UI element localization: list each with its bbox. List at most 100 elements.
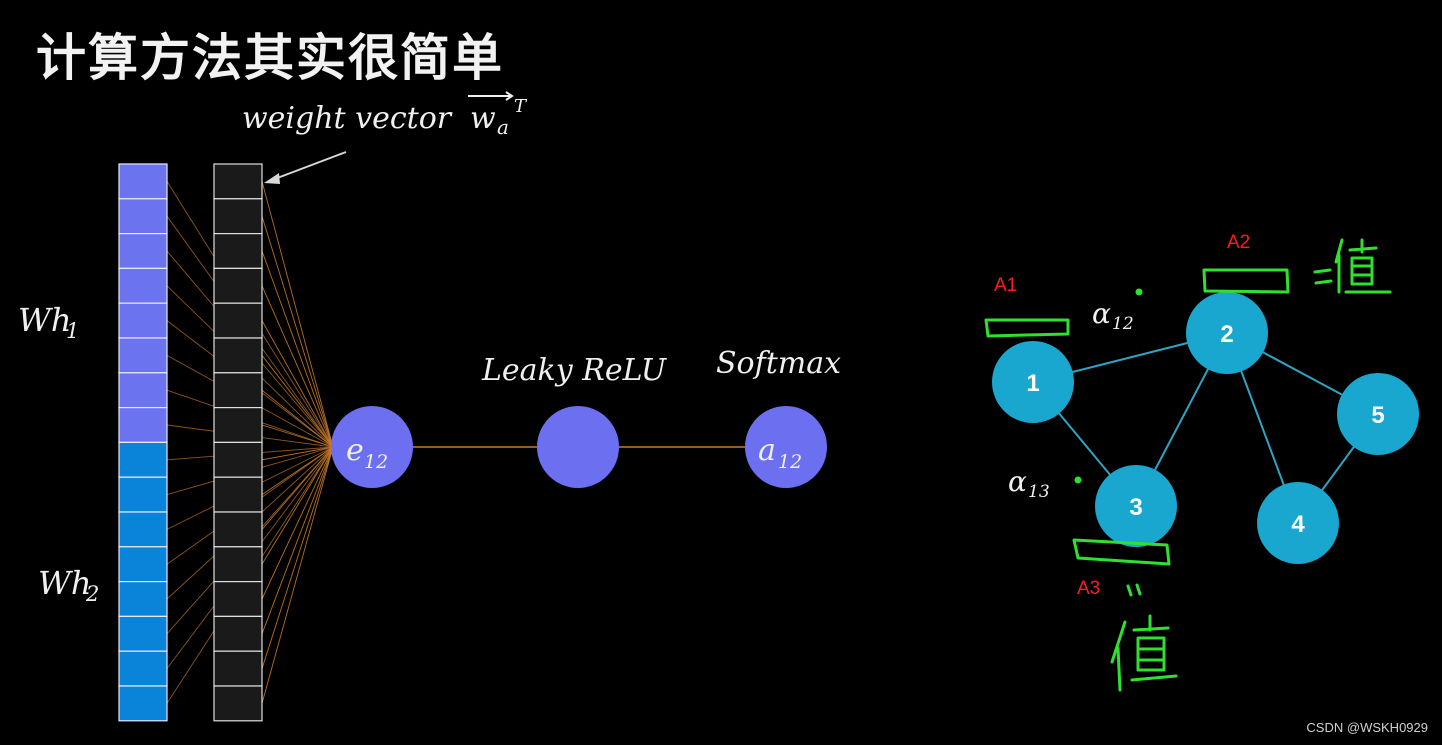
svg-text:α: α [1008, 465, 1027, 498]
svg-text:12: 12 [778, 451, 802, 473]
svg-text:Wh: Wh [38, 564, 92, 602]
svg-text:T: T [514, 96, 528, 117]
connection-line [261, 446, 334, 634]
wh1-cell [118, 163, 168, 200]
wh1-cell [118, 233, 168, 270]
wh1-cell [118, 407, 168, 444]
wh2-cell [118, 650, 168, 687]
graph-node-1: 1 [992, 341, 1074, 423]
weight-vector-cell [213, 580, 263, 617]
alpha13-label: α 13 [1008, 465, 1050, 502]
weight-vector-cell [213, 267, 263, 304]
svg-text:a: a [497, 115, 509, 139]
connection-line [261, 389, 334, 448]
weight-vector-label: weight vector w a T [242, 91, 528, 139]
svg-text:5: 5 [1371, 402, 1384, 429]
svg-text:w: w [470, 101, 496, 136]
connection-line [261, 250, 334, 448]
weight-vector-cell [213, 511, 263, 548]
svg-text:1: 1 [1026, 370, 1039, 397]
green-dot [1074, 476, 1082, 484]
wh2-cell [118, 685, 168, 722]
weight-vector-cell [213, 650, 263, 687]
annotation-a2: A2 [1227, 232, 1250, 253]
connection-line [261, 446, 334, 565]
weight-vector-column [213, 163, 263, 722]
connection-line [261, 355, 334, 448]
annotation-a1: A1 [994, 275, 1017, 296]
svg-text:13: 13 [1028, 482, 1050, 502]
connection-line [261, 446, 334, 669]
weight-vector-cell [213, 337, 263, 374]
wh1-cell [118, 372, 168, 409]
wh2-cell [118, 511, 168, 548]
wh2-label: Wh 2 [38, 564, 99, 606]
connection-line [261, 320, 334, 448]
wh1-cell [118, 267, 168, 304]
hand-tick-marks [1126, 583, 1142, 597]
weight-vector-cell [213, 685, 263, 722]
graph-node-2: 2 [1186, 292, 1268, 374]
underline-a3 [1072, 538, 1171, 566]
weight-vector-cell [213, 233, 263, 270]
hand-char-zhi-bottom [1110, 614, 1178, 692]
wh1-cell [118, 337, 168, 374]
weight-vector-cell [213, 441, 263, 478]
wh-vector-column [118, 163, 168, 722]
svg-text:α: α [1092, 297, 1111, 330]
svg-text:12: 12 [1112, 314, 1134, 334]
wh2-cell [118, 476, 168, 513]
svg-text:Wh: Wh [18, 301, 72, 339]
svg-text:4: 4 [1291, 511, 1305, 538]
svg-text:weight vector: weight vector [242, 101, 453, 136]
svg-text:1: 1 [66, 319, 79, 343]
hand-equals [1313, 268, 1333, 285]
svg-text:a: a [758, 433, 776, 468]
connection-line [261, 446, 334, 461]
weight-vector-cell [213, 302, 263, 339]
hand-char-zhi-top [1334, 238, 1392, 294]
leaky-relu-node [537, 406, 619, 488]
a12-node: a 12 [745, 406, 827, 488]
wh2-cell [118, 580, 168, 617]
connection-line [261, 446, 334, 704]
svg-text:e: e [346, 433, 364, 468]
graph: 1 2 3 4 5 α 12 α 13 A1 A2 A3 [984, 232, 1419, 692]
weight-vector-cell [213, 372, 263, 409]
e12-node: e 12 [331, 406, 413, 488]
underline-a2 [1202, 268, 1290, 294]
connection-line [261, 216, 334, 448]
weight-vector-pointer-arrow [264, 151, 347, 184]
weight-vector-cell [213, 476, 263, 513]
weight-vector-cell [213, 615, 263, 652]
graph-node-3: 3 [1095, 465, 1177, 547]
page-title: 计算方法其实很简单 [36, 29, 504, 87]
annotation-a3: A3 [1077, 578, 1100, 599]
alpha12-label: α 12 [1092, 297, 1134, 334]
softmax-label: Softmax [716, 346, 841, 381]
handwriting-marks [984, 238, 1392, 692]
wh1-cell [118, 302, 168, 339]
wh1-label: Wh 1 [18, 301, 79, 343]
connection-line [261, 285, 334, 448]
graph-node-5: 5 [1337, 373, 1419, 455]
wh1-cell [118, 198, 168, 235]
connection-line [261, 424, 334, 448]
wh2-cell [118, 546, 168, 583]
svg-text:2: 2 [1220, 321, 1233, 348]
green-dot [1135, 288, 1143, 296]
weight-vector-cell [213, 546, 263, 583]
weight-vector-cell [213, 163, 263, 200]
connection-line [261, 446, 334, 600]
wh2-cell [118, 441, 168, 478]
watermark: CSDN @WSKH0929 [1306, 720, 1428, 735]
weight-vector-cell [213, 198, 263, 235]
connection-line [261, 181, 334, 448]
leaky-relu-label: Leaky ReLU [481, 353, 668, 388]
graph-node-4: 4 [1257, 482, 1339, 564]
svg-text:3: 3 [1129, 494, 1142, 521]
svg-text:2: 2 [85, 582, 99, 606]
underline-a1 [984, 318, 1070, 338]
wh2-cell [118, 615, 168, 652]
